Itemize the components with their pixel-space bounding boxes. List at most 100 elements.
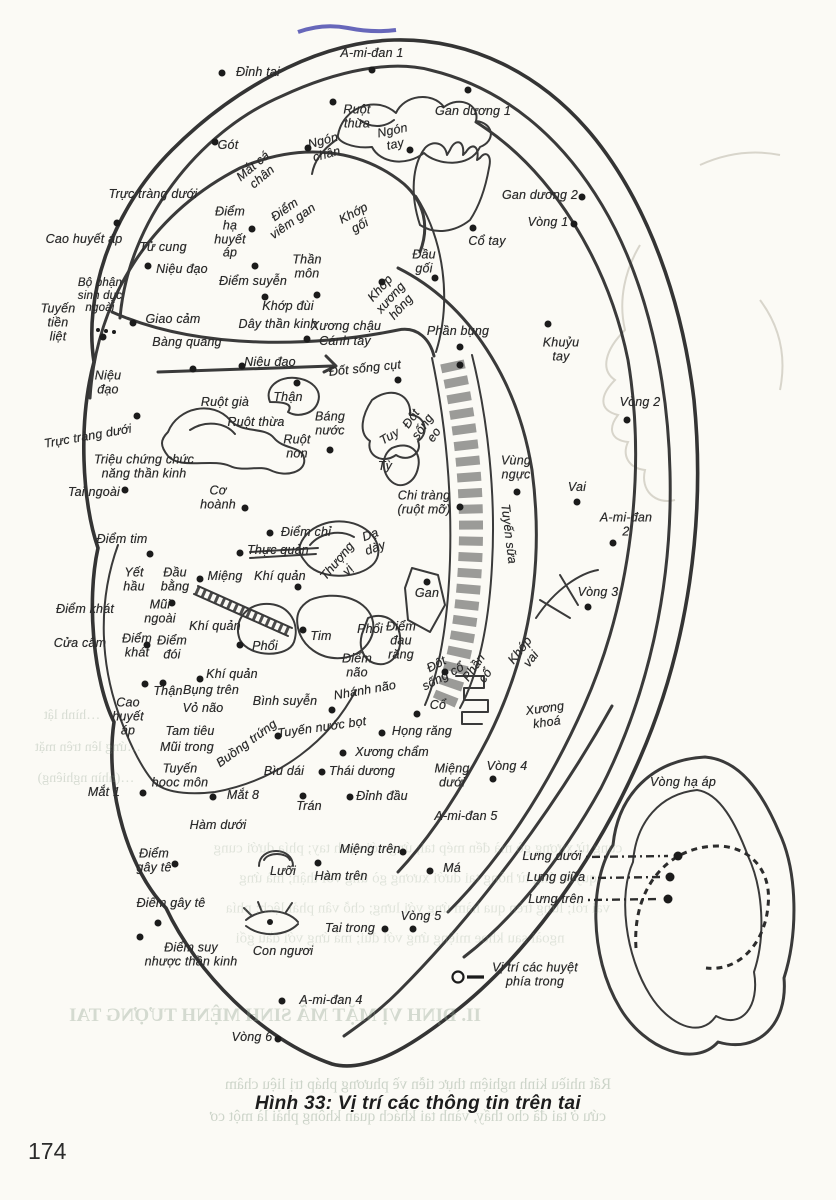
ear-point-label: Chi tràng (ruột mỡ) — [397, 488, 451, 516]
ear-point-label: Ruột thừa — [227, 415, 285, 430]
fossa-curve — [415, 195, 446, 353]
acupoint-dot — [294, 583, 302, 591]
right-lung-drawing — [359, 615, 402, 666]
acupoint-dot — [236, 549, 244, 557]
acupoint-dot — [381, 925, 389, 933]
ear-point-label: Xương khoá — [524, 698, 566, 731]
acupoint-dot — [274, 732, 282, 740]
bleedthrough-face-profile — [602, 244, 676, 502]
acupoint-dot — [456, 503, 464, 511]
ear-point-label: Điểm khát — [55, 602, 115, 617]
ear-point-label: Vòng 3 — [577, 585, 619, 600]
ear-point-label: Vòng 5 — [400, 909, 442, 924]
ear-point-label: Vòng 4 — [486, 759, 528, 774]
acupoint-dot — [406, 146, 414, 154]
acupoint-dot — [378, 729, 386, 737]
ear-point-label: Miệng trên — [339, 842, 401, 857]
acupoint-dot — [314, 859, 322, 867]
ear-point-label: Tử cung — [139, 240, 187, 255]
ear-point-label: Thái dương — [328, 764, 396, 779]
ear-point-label: Mắt 8 — [226, 788, 260, 803]
inset-leader-lines — [585, 854, 669, 902]
ear-point-label: Bìu dái — [263, 764, 305, 779]
ear-point-label: Ruột già — [200, 395, 250, 410]
acupoint-dot — [378, 278, 386, 286]
bleedthrough-text: …ứng lên trên mặt — [35, 740, 141, 755]
ear-point-label: Trán — [296, 799, 322, 814]
ear-point-label: Mũi ngoài — [144, 597, 176, 625]
acupoint-dot — [570, 220, 578, 228]
bleedthrough-text: …(nhìn nghiêng) — [37, 771, 135, 786]
acupoint-dot — [104, 329, 108, 333]
ear-point-label: Lưng dưới — [522, 849, 582, 864]
ear-outline — [82, 38, 700, 1068]
acupoint-dot — [293, 379, 301, 387]
acupoint-dot — [144, 262, 152, 270]
ear-point-label: Vai — [567, 480, 587, 495]
ear-point-label: Cổ — [429, 698, 447, 713]
ear-point-label: Gan — [414, 586, 440, 601]
ear-point-label: Tỳ — [377, 459, 393, 474]
liver-drawing — [404, 567, 446, 633]
ear-point-label: Khuỷu tay — [542, 335, 580, 363]
acupoint-dot — [299, 792, 307, 800]
ear-point-label: Hàm trên — [314, 869, 368, 884]
spleen-drawing — [382, 444, 420, 487]
acupoint-dot — [209, 793, 217, 801]
pencil-mark — [699, 151, 781, 166]
bleedthrough-text: …hình lật — [43, 708, 101, 723]
ear-point-label: Gót — [217, 138, 239, 153]
ear-point-label: Đầu bằng — [160, 565, 190, 593]
acupoint-dot — [189, 365, 197, 373]
acupoint-dot — [544, 320, 552, 328]
ear-point-label: Con ngươi — [252, 944, 314, 959]
ear-point-label: Thần môn — [292, 252, 322, 280]
ear-point-label: Gan dương 1 — [434, 104, 512, 119]
ear-point-label: Vùng ngực — [501, 453, 531, 481]
blue-ink-artifact — [297, 24, 397, 34]
ear-point-label: Điểm suyễn — [219, 274, 287, 289]
ear-point-label: Tim — [310, 629, 332, 644]
acupoint-dot — [489, 775, 497, 783]
acupoint-dot — [464, 86, 472, 94]
ear-point-label: Khí quản — [254, 569, 306, 584]
bladder-line — [156, 354, 338, 374]
ear-point-label: A-mi-đan 1 — [340, 46, 404, 61]
clavicle-drawing — [455, 675, 489, 725]
acupoint-dot — [673, 851, 683, 861]
ear-point-label: Vị trí các huyệt phía trong — [492, 960, 578, 988]
acupoint-dot — [129, 319, 137, 327]
acupoint-dot — [113, 219, 121, 227]
acupoint-dot — [304, 144, 312, 152]
acupoint-dot — [261, 293, 269, 301]
ear-point-label: Giao cảm — [145, 312, 201, 327]
acupoint-dot — [251, 262, 259, 270]
acupoint-dot — [318, 768, 326, 776]
acupoint-dot — [609, 539, 617, 547]
acupoint-dot — [121, 486, 129, 494]
acupoint-dot — [394, 376, 402, 384]
ear-point-label: Đỉnh tai — [236, 65, 280, 80]
ear-point-label: Xương chẩm — [355, 745, 429, 760]
acupoint-dot — [274, 1035, 282, 1043]
trachea-drawing — [193, 585, 293, 637]
ear-point-label: Mắt 1 — [87, 785, 121, 800]
ear-point-label: Tuyến hooc môn — [151, 761, 209, 789]
acupoint-dot — [346, 793, 354, 801]
ear-point-label: Lưỡi — [269, 864, 297, 879]
ear-point-label: Gan dương 2 — [501, 188, 579, 203]
ear-point-label: Đầu gối — [412, 247, 436, 275]
acupoint-dot — [456, 361, 464, 369]
ear-point-label: Tai ngoài — [67, 485, 121, 500]
tragus-curve — [102, 544, 153, 781]
acupoint-dot — [423, 578, 431, 586]
acupoint-dot — [665, 872, 675, 882]
acupoint-dot — [328, 706, 336, 714]
ear-point-label: Bình suyễn — [252, 694, 318, 709]
acupoint-dot — [413, 710, 421, 718]
ear-point-label: Xương chậu — [310, 319, 382, 334]
acupoint-dot — [139, 789, 147, 797]
uterus-detail — [311, 119, 395, 175]
